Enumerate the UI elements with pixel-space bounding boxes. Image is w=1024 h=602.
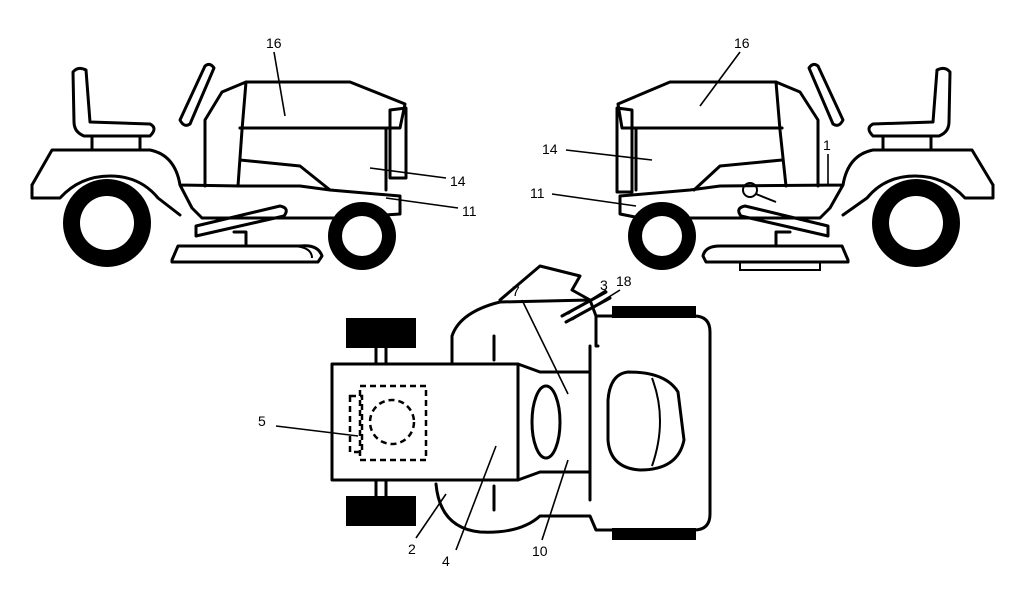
front-tire-top-lower bbox=[346, 496, 416, 526]
front-axle-top bbox=[374, 346, 388, 498]
label-16-left: 16 bbox=[266, 35, 282, 51]
leader-line bbox=[385, 197, 459, 209]
footrest-left bbox=[194, 204, 288, 238]
dash-tower-left bbox=[203, 80, 248, 188]
seat-left bbox=[71, 66, 156, 138]
label-16-right: 16 bbox=[734, 35, 750, 51]
leader-line bbox=[565, 149, 653, 161]
footrest-right bbox=[737, 204, 830, 238]
leader-line bbox=[571, 289, 621, 321]
label-4-top: 4 bbox=[442, 553, 450, 569]
leader-line bbox=[369, 167, 447, 179]
engine-outline-inner-top-view bbox=[348, 394, 364, 454]
mower-top-view: 7 3 18 5 2 4 10 bbox=[258, 264, 712, 569]
front-tire-top-upper bbox=[346, 318, 416, 348]
leader-line bbox=[551, 193, 637, 207]
engine-flywheel-top-view bbox=[368, 398, 416, 446]
rear-fender-lower-left bbox=[30, 174, 182, 217]
seat-base-left bbox=[90, 135, 142, 152]
rear-hub-left bbox=[80, 196, 134, 250]
leader-line bbox=[567, 289, 607, 315]
label-14-left: 14 bbox=[450, 173, 466, 189]
label-10-top: 10 bbox=[532, 543, 548, 559]
seat-top-view bbox=[498, 264, 592, 302]
deck-chute-right bbox=[739, 262, 821, 271]
grille-left bbox=[388, 106, 408, 180]
rear-fender-lower-right bbox=[841, 174, 995, 217]
rear-fender-left bbox=[30, 148, 402, 220]
leader-line bbox=[275, 425, 359, 437]
body-top-view bbox=[434, 298, 712, 534]
hood-left bbox=[238, 80, 407, 130]
leader-line bbox=[541, 459, 569, 541]
ignition-key-right bbox=[742, 182, 758, 198]
mower-left-side-view: 16 14 11 bbox=[30, 35, 477, 270]
leader-line bbox=[273, 51, 286, 117]
label-1-right: 1 bbox=[823, 137, 831, 153]
steering-wheel-right bbox=[807, 62, 845, 127]
rear-fender-right bbox=[618, 148, 995, 220]
front-hub-left bbox=[342, 216, 382, 256]
deck-left bbox=[170, 244, 324, 264]
label-2-top: 2 bbox=[408, 541, 416, 557]
dash-tower-right bbox=[774, 80, 820, 188]
leader-line bbox=[415, 493, 447, 539]
front-hub-right bbox=[642, 216, 682, 256]
label-5-top: 5 bbox=[258, 413, 266, 429]
label-18-top: 18 bbox=[616, 273, 632, 289]
midsection-top-view bbox=[516, 362, 592, 482]
hood-top-view bbox=[330, 362, 520, 482]
label-7-top: 7 bbox=[512, 283, 520, 299]
label-3-top: 3 bbox=[600, 277, 608, 293]
steering-column-top-view bbox=[530, 384, 562, 460]
hood-side-right bbox=[634, 126, 784, 192]
seat-back-top-view bbox=[651, 377, 661, 467]
engine-outline-top-view bbox=[358, 384, 428, 462]
steering-wheel-left bbox=[178, 62, 216, 127]
mower-right-side-view: 16 14 11 1 bbox=[530, 35, 995, 271]
deck-chute-left bbox=[289, 245, 313, 259]
seat-right bbox=[867, 66, 952, 138]
rear-hub-right bbox=[889, 196, 943, 250]
deck-right bbox=[701, 244, 850, 264]
leader-line bbox=[521, 299, 569, 395]
deck-hanger-right bbox=[774, 230, 792, 246]
label-14-right: 14 bbox=[542, 141, 558, 157]
deck-hanger-left bbox=[232, 230, 248, 246]
label-11-left: 11 bbox=[462, 203, 477, 219]
key-stem-right bbox=[755, 193, 777, 203]
hood-side-left bbox=[238, 126, 388, 192]
leader-line bbox=[455, 445, 497, 551]
seat-base-right bbox=[881, 135, 933, 152]
leader-line bbox=[699, 51, 741, 107]
grille-right bbox=[615, 106, 634, 194]
label-11-right: 11 bbox=[530, 185, 545, 201]
seat-cushion-top-view bbox=[606, 370, 686, 472]
